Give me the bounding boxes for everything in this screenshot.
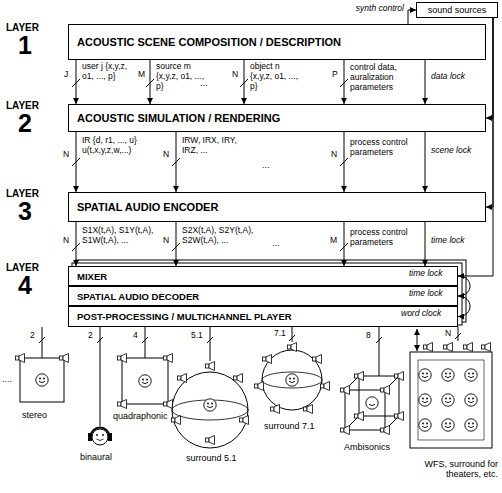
box-title: sound sources bbox=[428, 5, 487, 15]
box-title: POST-PROCESSING / MULTICHANNEL PLAYER bbox=[77, 311, 292, 322]
edge-label: time lock bbox=[431, 236, 475, 246]
edge-label: scene lock bbox=[431, 146, 475, 156]
count-label: N bbox=[163, 236, 169, 246]
connector bbox=[458, 296, 470, 317]
edge-label: synth control bbox=[334, 4, 404, 14]
edge-label: S2X(t,A), S2Y(t,A), S2W(t,A), ... bbox=[182, 226, 262, 246]
count-label: 5.1 bbox=[191, 331, 203, 341]
connector bbox=[76, 132, 77, 192]
connector bbox=[486, 18, 493, 118]
sublayer-box: SPATIAL AUDIO DECODER bbox=[68, 286, 458, 306]
box-title: ACOUSTIC SCENE COMPOSITION / DESCRIPTION bbox=[77, 36, 341, 48]
connector bbox=[486, 18, 493, 207]
surround-51-sphere bbox=[172, 362, 249, 449]
edge-label: data lock bbox=[431, 72, 475, 82]
box-title: ACOUSTIC SIMULATION / RENDERING bbox=[77, 112, 280, 124]
count-label: N bbox=[63, 236, 69, 246]
system-label: quadraphonic bbox=[113, 411, 168, 421]
count-label: 7.1 bbox=[274, 329, 286, 339]
box-title: MIXER bbox=[77, 271, 107, 282]
box-title: SPATIAL AUDIO ENCODER bbox=[77, 201, 218, 213]
count-label: N bbox=[232, 70, 238, 80]
source-box: sound sources bbox=[416, 2, 498, 18]
ellipsis: ... bbox=[262, 160, 270, 170]
system-label: binaural bbox=[80, 452, 112, 462]
count-label: M bbox=[138, 70, 145, 80]
edge-label: IR {d, r1, ..., u} u(t,x,y,z,w,...) bbox=[82, 136, 160, 156]
ambisonics-cube bbox=[341, 372, 404, 435]
count-label: N bbox=[445, 329, 451, 339]
count-label: M bbox=[330, 236, 337, 246]
edge-label: process control parameters bbox=[350, 228, 416, 248]
edge-label: source m {x,y,z, o1, ..., p} bbox=[156, 62, 206, 91]
edge-label: control data, auralization parameters bbox=[350, 63, 416, 92]
layer-number: 2 bbox=[18, 111, 32, 136]
connector bbox=[244, 60, 245, 104]
count-label: N bbox=[163, 150, 169, 160]
system-label: surround 5.1 bbox=[186, 453, 237, 463]
edge-label: S1X(t,A), S1Y(t,A), S1W(t,A), ... bbox=[82, 226, 160, 246]
stereo-setup bbox=[16, 354, 69, 403]
count-label: P bbox=[332, 70, 338, 80]
layer-label: LAYER bbox=[6, 188, 39, 200]
output-wires bbox=[42, 327, 458, 426]
connector bbox=[425, 132, 426, 192]
connector bbox=[425, 60, 426, 104]
system-label: stereo bbox=[22, 410, 47, 420]
sync-label: time lock bbox=[408, 289, 444, 299]
count-label: 2 bbox=[30, 331, 35, 341]
layer-box: SPATIAL AUDIO ENCODER bbox=[68, 192, 486, 222]
box-title: SPATIAL AUDIO DECODER bbox=[77, 291, 199, 302]
connector bbox=[344, 222, 345, 266]
layer-label: LAYER bbox=[6, 100, 39, 112]
connector bbox=[458, 276, 470, 296]
wfs-room bbox=[410, 343, 492, 449]
count-label: 4 bbox=[133, 331, 138, 341]
edge-label: IRW, IRX, IRY, IRZ, ... bbox=[182, 136, 238, 156]
quadraphonic-setup bbox=[118, 354, 173, 409]
layer-box: ACOUSTIC SIMULATION / RENDERING bbox=[68, 104, 486, 132]
connector bbox=[176, 132, 177, 192]
system-label: WFS, surround for theaters, etc. bbox=[406, 459, 498, 480]
layer-box: ACOUSTIC SCENE COMPOSITION / DESCRIPTION bbox=[68, 24, 486, 60]
layer-label: LAYER bbox=[6, 22, 39, 34]
ellipsis: .... bbox=[2, 374, 12, 384]
edge-label: process control parameters bbox=[350, 138, 416, 158]
edge-label: object n {x,y,z, o1, ..., p} bbox=[250, 62, 300, 91]
count-label: 8 bbox=[366, 331, 371, 341]
surround-71-sphere bbox=[255, 343, 330, 414]
binaural-head bbox=[88, 428, 112, 446]
connector bbox=[344, 60, 345, 104]
connector bbox=[344, 132, 345, 192]
connector bbox=[76, 222, 77, 266]
count-label: 2 bbox=[88, 331, 93, 341]
system-label: surround 7.1 bbox=[264, 421, 315, 431]
edge-label: user j {x,y,z, o1, ..., p} bbox=[82, 62, 132, 82]
ellipsis: ... bbox=[272, 238, 280, 248]
connector bbox=[150, 60, 151, 104]
connector bbox=[408, 10, 416, 24]
sublayer-box: MIXER bbox=[68, 266, 458, 286]
connector bbox=[76, 60, 77, 104]
layer-number: 4 bbox=[18, 273, 32, 298]
connector bbox=[176, 222, 177, 266]
count-label: N bbox=[331, 150, 337, 160]
layer-label: LAYER bbox=[6, 262, 39, 274]
layer-number: 3 bbox=[18, 199, 32, 224]
system-label: Ambisonics bbox=[344, 442, 390, 452]
layer-number: 1 bbox=[18, 33, 32, 58]
sync-label: word clock bbox=[400, 309, 442, 319]
connector bbox=[425, 222, 426, 266]
sync-label: time lock bbox=[408, 269, 444, 279]
count-label: N bbox=[63, 150, 69, 160]
count-label: J bbox=[64, 70, 68, 80]
